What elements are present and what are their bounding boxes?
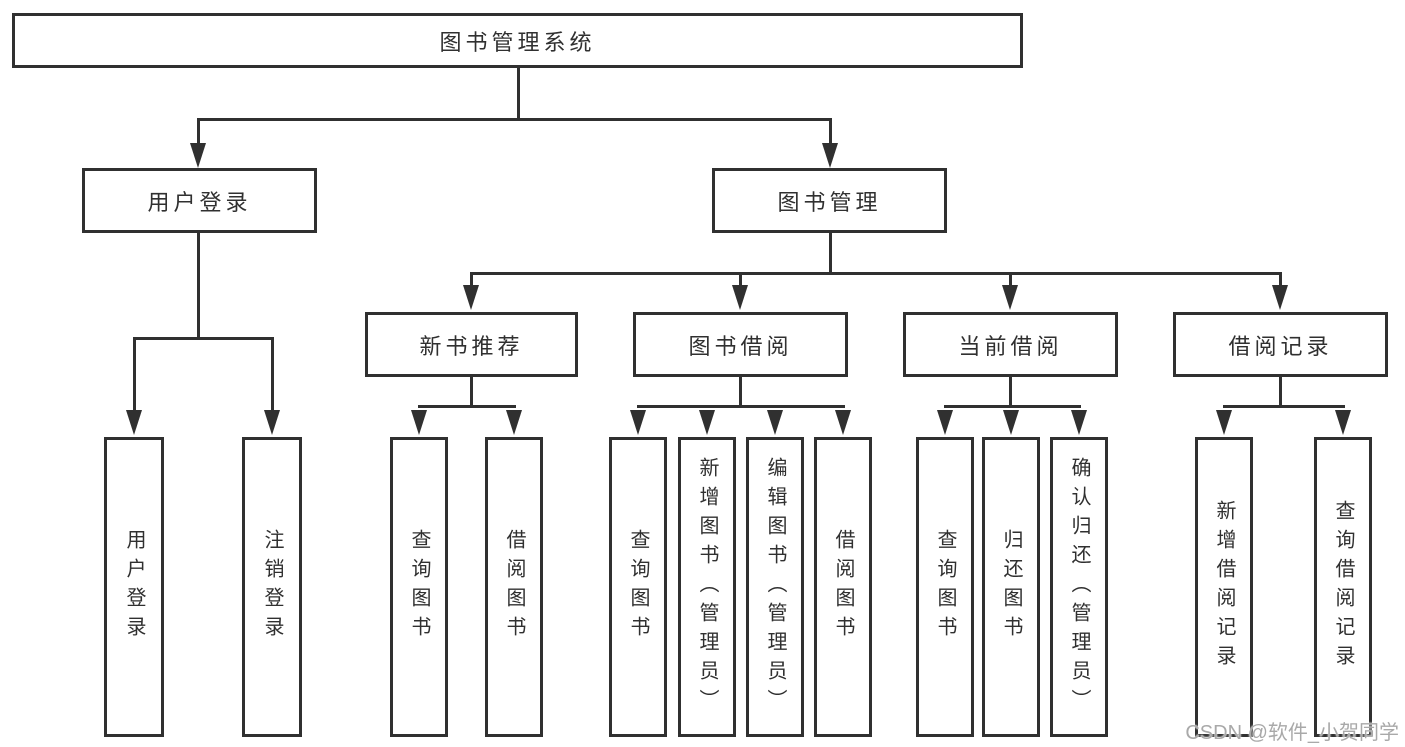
leaf-br-query-record: 查询借阅记录 [1314,437,1372,737]
connector-level3-rail [469,272,1281,275]
leaf-user-login-label: 用户登录 [123,529,145,645]
arrow-borrow-record [1272,285,1288,310]
arrow-sec1-leaf2 [767,410,783,435]
arrow-book-mgmt [822,143,838,168]
leaf-bb-query-books: 查询图书 [609,437,667,737]
connector-stub-book-borrow [738,272,742,289]
leaf-br-add-record-label: 新增借阅记录 [1213,500,1235,674]
leaf-cb-return-books: 归还图书 [982,437,1040,737]
arrow-leaf-logout [264,410,280,435]
connector-sec2-rail [943,405,1081,408]
leaf-bb-borrow-books: 借阅图书 [814,437,872,737]
leaf-br-add-record: 新增借阅记录 [1195,437,1253,737]
leaf-cb-return-books-label: 归还图书 [1000,529,1022,645]
node-user-login: 用户登录 [82,168,317,233]
arrow-new-rec [463,285,479,310]
leaf-cb-confirm-return: 确认归还（管理员） [1050,437,1108,737]
leaf-cb-query-books: 查询图书 [916,437,974,737]
leaf-bb-query-books-label: 查询图书 [627,529,649,645]
connector-sec1-rail [636,405,845,408]
connector-stub-book-mgmt [828,118,832,146]
leaf-rec-query-books: 查询图书 [390,437,448,737]
connector-sec0-drop [469,377,473,408]
leaf-bb-add-books-label: 新增图书（管理员） [696,456,718,718]
arrow-user-login [190,143,206,168]
leaf-bb-edit-books-label: 编辑图书（管理员） [764,456,786,718]
node-current-borrow: 当前借阅 [903,312,1118,377]
connector-root-drop [516,68,520,121]
connector-stub-current-borrow [1008,272,1012,289]
leaf-rec-query-books-label: 查询图书 [408,529,430,645]
leaf-user-login: 用户登录 [104,437,164,737]
connector-stub-leaf-login [132,337,136,413]
connector-sec3-rail [1222,405,1345,408]
arrow-sec1-leaf0 [630,410,646,435]
leaf-bb-edit-books: 编辑图书（管理员） [746,437,804,737]
leaf-cb-confirm-return-label: 确认归还（管理员） [1068,456,1090,718]
arrow-sec0-leaf0 [411,410,427,435]
node-book-borrow: 图书借阅 [633,312,848,377]
connector-sec1-drop [738,377,742,408]
leaf-logout-label: 注销登录 [261,529,283,645]
leaf-br-query-record-label: 查询借阅记录 [1332,500,1354,674]
connector-level2-rail [196,118,832,121]
node-root: 图书管理系统 [12,13,1023,68]
leaf-cb-query-books-label: 查询图书 [934,529,956,645]
arrow-sec3-leaf0 [1216,410,1232,435]
connector-stub-leaf-logout [270,337,274,413]
arrow-leaf-login [126,410,142,435]
connector-user-login-drop [196,233,200,340]
leaf-rec-borrow-books: 借阅图书 [485,437,543,737]
arrow-current-borrow [1002,285,1018,310]
connector-stub-user-login [196,118,200,146]
connector-stub-new-rec [469,272,473,289]
watermark: CSDN @软件_小贺同学 [1185,722,1399,744]
node-book-mgmt: 图书管理 [712,168,947,233]
connector-book-mgmt-drop [828,233,832,275]
leaf-bb-add-books: 新增图书（管理员） [678,437,736,737]
arrow-sec1-leaf1 [699,410,715,435]
leaf-rec-borrow-books-label: 借阅图书 [503,529,525,645]
connector-sec2-drop [1008,377,1012,408]
connector-user-login-rail [132,337,274,340]
arrow-sec3-leaf1 [1335,410,1351,435]
arrow-sec2-leaf2 [1071,410,1087,435]
leaf-bb-borrow-books-label: 借阅图书 [832,529,854,645]
leaf-logout: 注销登录 [242,437,302,737]
node-borrow-record: 借阅记录 [1173,312,1388,377]
connector-sec3-drop [1278,377,1282,408]
arrow-sec2-leaf0 [937,410,953,435]
arrow-book-borrow [732,285,748,310]
node-new-book-rec: 新书推荐 [365,312,578,377]
connector-stub-borrow-record [1278,272,1282,289]
arrow-sec1-leaf3 [835,410,851,435]
arrow-sec0-leaf1 [506,410,522,435]
connector-sec0-rail [417,405,516,408]
arrow-sec2-leaf1 [1003,410,1019,435]
